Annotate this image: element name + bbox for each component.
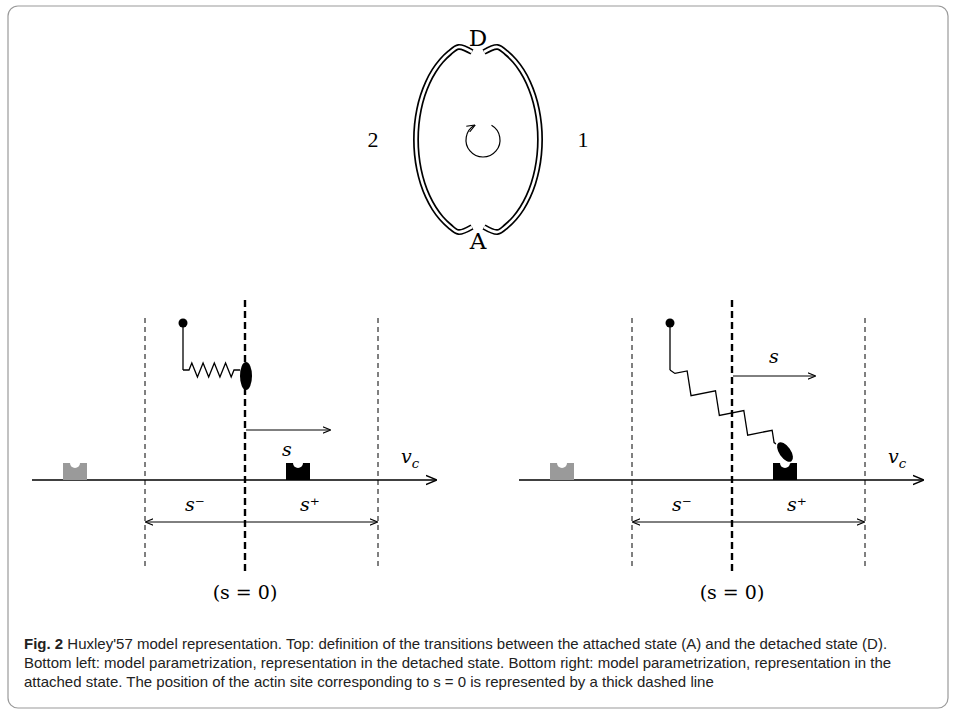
reference-line [244,300,246,572]
edge-outer [484,47,540,232]
parameter-label: s [769,345,779,367]
state-node: D [464,24,492,52]
range-limit [865,318,866,570]
displacement-arrow [246,430,330,431]
range-limit [145,318,146,570]
range-dimension [146,522,377,523]
parameter-label: s⁺ [300,493,320,515]
cycle-arrow [466,125,500,157]
transition-edge [484,47,540,232]
edge-inner [416,47,472,232]
site-notch [70,463,80,468]
myosin-neck [182,323,183,370]
spring [183,363,240,377]
state-letter: D [469,25,487,51]
transition-number: 1 [576,127,591,153]
parameter-label: s⁻ [185,493,205,515]
transition-number: 2 [366,127,381,153]
displacement-arrow [733,376,815,377]
site-notch [293,463,303,468]
spring [670,370,779,446]
range-dimension [633,522,864,523]
myosin-head [240,362,252,390]
actin-site [773,463,797,480]
figure-frame [8,6,948,708]
myosin-neck [669,323,670,370]
range-limit [632,318,633,570]
state-node: A [465,227,492,255]
transition-edge [416,47,472,232]
actin-site [286,463,310,480]
state-letter: A [470,228,487,254]
actin-filament [32,479,436,480]
site-notch [557,463,567,468]
range-limit [378,318,379,570]
actin-filament [519,479,923,480]
edge-outer [416,47,472,232]
parameter-label: (s = 0) [700,581,765,603]
edge-inner [484,47,540,232]
site-notch [780,463,790,468]
parameter-label: vc [401,445,419,471]
actin-site [550,463,574,480]
parameter-label: vc [888,445,906,471]
actin-site [63,463,87,480]
figure-caption: Fig. 2 Huxley'57 model representation. T… [24,634,934,691]
detached-panel [32,300,436,572]
attached-panel [519,300,923,572]
parameter-label: s⁺ [787,493,807,515]
parameter-label: s [282,438,292,460]
myosin-head [773,438,797,465]
panels [32,300,923,572]
parameter-label: s⁻ [672,493,692,515]
reference-line [731,300,733,572]
parameter-label: (s = 0) [213,581,278,603]
